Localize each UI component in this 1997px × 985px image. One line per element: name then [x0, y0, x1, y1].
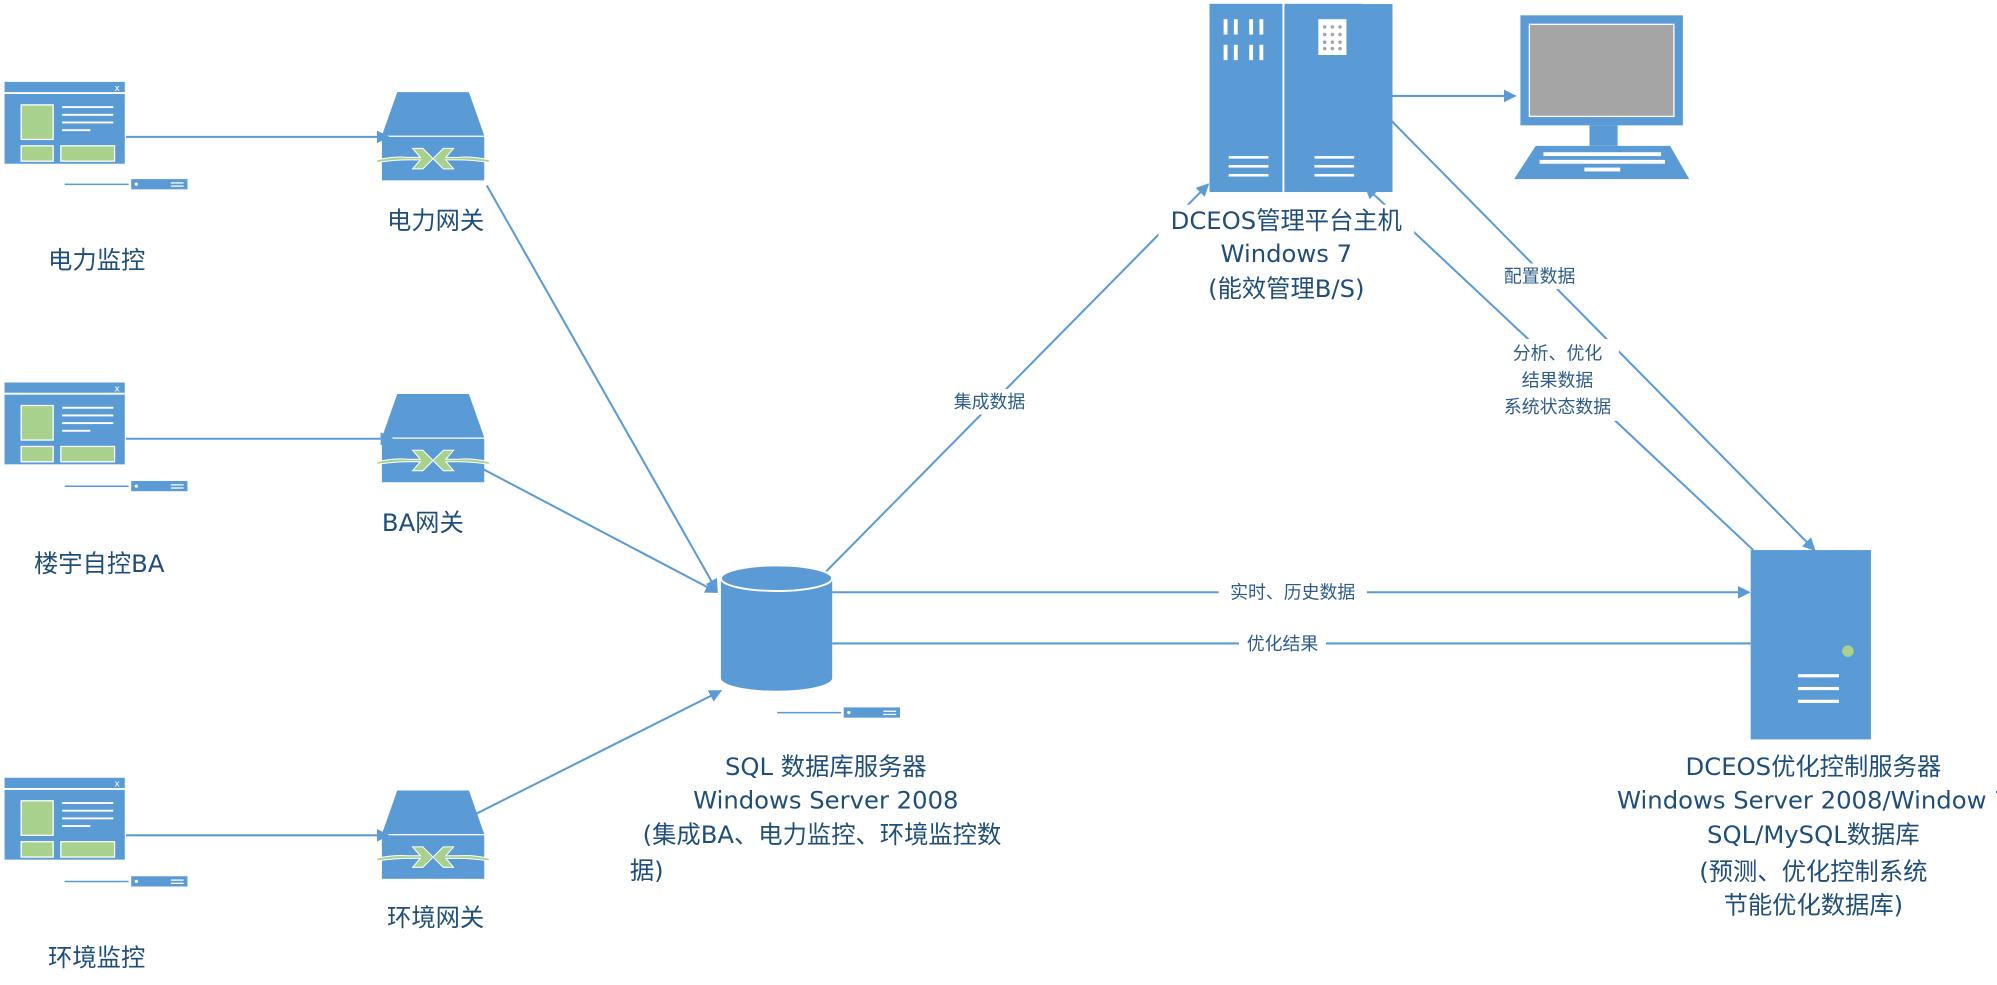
optimizer-label-4: (预测、优化控制系统	[1699, 857, 1927, 886]
optimizer-label-2: Windows Server 2008/Window 7	[1617, 785, 1997, 814]
gateway-icon	[376, 393, 490, 483]
host-label-1: DCEOS管理平台主机	[1171, 206, 1402, 235]
gateway-label: BA网关	[382, 508, 464, 537]
edge-host-to-optimizer	[1366, 95, 1816, 551]
edge-db-to-host	[825, 183, 1210, 573]
server-tower-icon	[1750, 550, 1871, 740]
optimizer-label-3: SQL/MySQL数据库	[1707, 820, 1920, 849]
gateway-env[interactable]: 环境网关	[376, 790, 490, 933]
edges	[126, 89, 1816, 842]
monitoring-window-icon	[3, 777, 126, 861]
edge-gateway1-to-db	[485, 184, 718, 593]
gateway-icon	[376, 790, 490, 880]
client-computer[interactable]	[1514, 15, 1690, 180]
db-label-1: SQL 数据库服务器	[725, 752, 927, 781]
gateway-label: 环境网关	[387, 903, 484, 932]
source-power[interactable]: 电力监控	[3, 81, 188, 275]
edge-gateway3-to-db	[476, 689, 723, 815]
optimizer-label-1: DCEOS优化控制服务器	[1686, 752, 1942, 781]
edge-gateway2-to-db	[473, 463, 719, 594]
edge-labels: 集成数据 配置数据 分析、优化 结果数据 系统状态数据 实时、历史数据 优化结果	[944, 263, 1619, 655]
edge-label-analysis-3: 系统状态数据	[1504, 397, 1611, 418]
edge-label-config: 配置数据	[1504, 267, 1576, 288]
monitoring-window-icon	[3, 81, 126, 165]
edge-label-integration: 集成数据	[954, 392, 1026, 413]
management-host[interactable]: DCEOS管理平台主机 Windows 7 (能效管理B/S)	[1158, 3, 1415, 308]
gateway-icon	[376, 91, 490, 181]
server-stub-icon	[64, 179, 188, 190]
database-server[interactable]: SQL 数据库服务器 Windows Server 2008 (集成BA、电力监…	[630, 564, 1002, 885]
host-label-2: Windows 7	[1221, 239, 1353, 268]
server-rack-icon	[1209, 3, 1393, 193]
edge-label-realtime: 实时、历史数据	[1230, 583, 1355, 604]
edge-label-optimization-result: 优化结果	[1247, 634, 1319, 655]
db-label-3: (集成BA、电力监控、环境监控数	[643, 820, 1002, 849]
gateway-ba[interactable]: BA网关	[376, 393, 490, 537]
source-label: 电力监控	[48, 246, 145, 275]
source-env[interactable]: 环境监控	[3, 777, 188, 972]
server-stub-icon	[64, 480, 188, 492]
optimizer-label-5: 节能优化数据库)	[1724, 890, 1904, 919]
desktop-computer-icon	[1514, 15, 1690, 180]
db-label-2: Windows Server 2008	[693, 785, 958, 814]
gateway-power[interactable]: 电力网关	[376, 91, 490, 235]
server-stub-icon	[777, 707, 900, 718]
monitoring-window-icon	[3, 381, 126, 465]
source-ba[interactable]: 楼宇自控BA	[3, 381, 188, 578]
edge-label-analysis-2: 结果数据	[1522, 370, 1594, 391]
host-label-3: (能效管理B/S)	[1208, 274, 1364, 303]
source-label: 环境监控	[48, 943, 145, 972]
edge-label-analysis-1: 分析、优化	[1513, 343, 1603, 364]
source-label: 楼宇自控BA	[34, 549, 165, 578]
database-icon	[719, 564, 834, 691]
server-stub-icon	[64, 876, 188, 887]
gateway-label: 电力网关	[387, 206, 484, 235]
db-label-4: 据)	[630, 856, 664, 885]
optimization-server[interactable]: DCEOS优化控制服务器 Windows Server 2008/Window …	[1617, 550, 1997, 919]
